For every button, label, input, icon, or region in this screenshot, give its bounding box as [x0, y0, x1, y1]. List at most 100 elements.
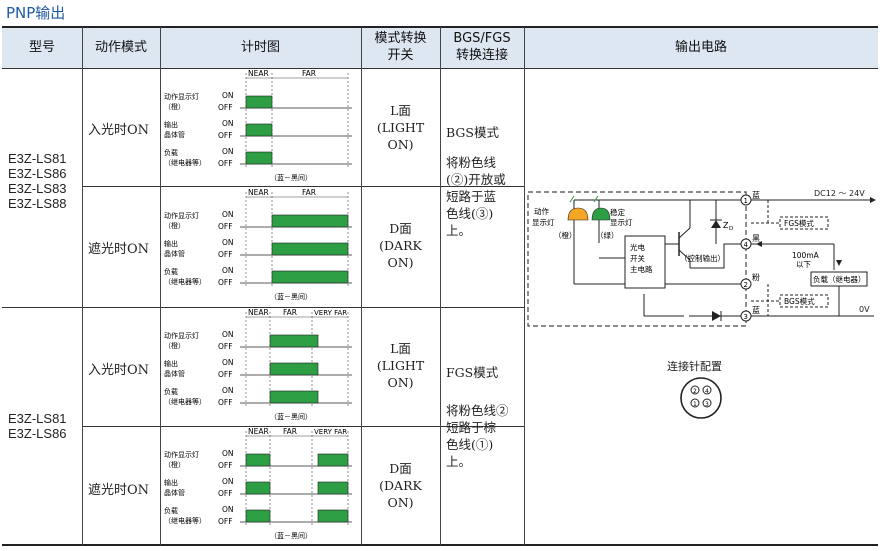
switch-text: D面 [389, 221, 412, 236]
action-led-label: 动作 [534, 206, 549, 216]
timing-pulse [245, 151, 273, 165]
fgs-mode-box [779, 216, 829, 230]
connector-pin [690, 398, 700, 408]
very-far-label: VERY FAR [314, 309, 347, 317]
row-label: （橙） [164, 460, 185, 469]
switch-text: ON) [387, 375, 414, 390]
header-switch-line1: 模式转换 [374, 31, 427, 46]
transistor-icon [690, 243, 741, 269]
main-circuit-label: 开关 [630, 253, 645, 263]
bgs-desc-line: 将粉色线 [446, 155, 497, 170]
model-name: E3Z-LS83 [8, 181, 67, 196]
timing-pulse [269, 390, 319, 404]
header-bgs-line2: 转换连接 [455, 48, 508, 63]
off-label: OFF [218, 517, 233, 526]
page-title: PNP输出 [6, 4, 66, 22]
arrow-icon [756, 241, 762, 247]
row-divider-1 [82, 186, 524, 187]
pin-label: 3 [744, 313, 748, 321]
col-divider-5 [524, 27, 525, 545]
on-label: ON [222, 330, 234, 339]
timing-pulse [317, 509, 349, 523]
pin-label: 1 [744, 197, 748, 205]
action-led-label: （橙） [554, 230, 577, 240]
far-label: FAR [283, 308, 297, 317]
timing-pulse [269, 334, 319, 348]
stable-led-label: （绿） [596, 231, 619, 240]
led-ray-icon [593, 195, 599, 203]
header-timing: 计时图 [240, 40, 280, 55]
far-label: FAR [302, 188, 316, 197]
row-label: 动作显示灯 [164, 450, 199, 459]
wire-color-label: 黑 [752, 234, 760, 243]
switch-text: ON) [387, 255, 414, 270]
timing-pulse [271, 270, 349, 284]
off-label: OFF [218, 103, 233, 112]
switch-text: D面 [389, 461, 412, 476]
arrow-icon [870, 197, 876, 203]
timing-pulse [271, 214, 349, 228]
timing-pulse [317, 453, 349, 467]
mode-dark-on-1: 遮光时ON [88, 242, 150, 257]
group2-models: E3Z-LS81 E3Z-LS86 [8, 411, 67, 441]
on-label: ON [222, 91, 234, 100]
timing-pulse [245, 509, 271, 523]
row-label: 输出 [164, 120, 178, 129]
fgs-desc-line: 色线(①) [446, 437, 494, 452]
timing-pulse [245, 453, 271, 467]
switch-text: ON) [387, 495, 414, 510]
zener-label: Z [723, 221, 729, 230]
connector-icon [680, 377, 722, 419]
row-label: 晶体管 [164, 249, 185, 258]
model-name: E3Z-LS86 [8, 426, 67, 441]
wire-color-label: 蓝 [752, 190, 760, 200]
timing-pulse [245, 95, 273, 109]
blue-black-label: （蓝－黑间） [270, 412, 312, 421]
mode-dark-on-2: 遮光时ON [88, 483, 150, 498]
timing-pulse [245, 481, 271, 495]
on-label: ON [222, 449, 234, 458]
group-divider [2, 307, 524, 308]
col-divider-2 [160, 27, 161, 545]
zener-label: D [729, 226, 733, 232]
load-label: 负载（继电器） [813, 274, 866, 284]
row-label: 晶体管 [164, 130, 185, 139]
off-label: OFF [218, 489, 233, 498]
fgs-mode-label: FGS模式 [784, 218, 814, 228]
zener-icon [711, 220, 721, 228]
row-label: （继电器等） [164, 397, 206, 406]
on-label: ON [222, 358, 234, 367]
off-label: OFF [218, 278, 233, 287]
header-switch: 模式转换 开关 [361, 30, 440, 64]
mode-light-on-2: 入光时ON [88, 363, 150, 378]
row-label: 负载 [164, 267, 178, 276]
on-label: ON [222, 238, 234, 247]
timing-pulse [271, 242, 349, 256]
main-circuit-label: 主电路 [630, 264, 653, 274]
far-label: FAR [302, 69, 316, 78]
off-label: OFF [218, 370, 233, 379]
row-label: 晶体管 [164, 369, 185, 378]
switch-text: (LIGHT [376, 358, 425, 373]
switch-text: L面 [390, 341, 411, 356]
off-label: OFF [218, 250, 233, 259]
header-output: 输出电路 [674, 40, 727, 55]
row-label: （继电器等） [164, 277, 206, 286]
transistor-icon [678, 227, 691, 239]
bgs-desc-line: 短路于蓝 [446, 189, 497, 204]
off-label: OFF [218, 461, 233, 470]
row-label: 输出 [164, 239, 178, 248]
model-name: E3Z-LS88 [8, 196, 67, 211]
col-divider-4 [440, 27, 441, 545]
bgs-mode-label: BGS模式 [784, 296, 815, 306]
switch-dark-2: D面 (DARK ON) [361, 460, 440, 511]
timing-pulse [269, 362, 319, 376]
on-label: ON [222, 147, 234, 156]
switch-dark-1: D面 (DARK ON) [361, 220, 440, 271]
current-label: 100mA [792, 251, 820, 260]
row-label: 输出 [164, 359, 178, 368]
row-label: 负载 [164, 506, 178, 515]
wire-color-label: 蓝 [752, 305, 760, 315]
blue-black-label: （蓝－黑间） [270, 173, 312, 182]
